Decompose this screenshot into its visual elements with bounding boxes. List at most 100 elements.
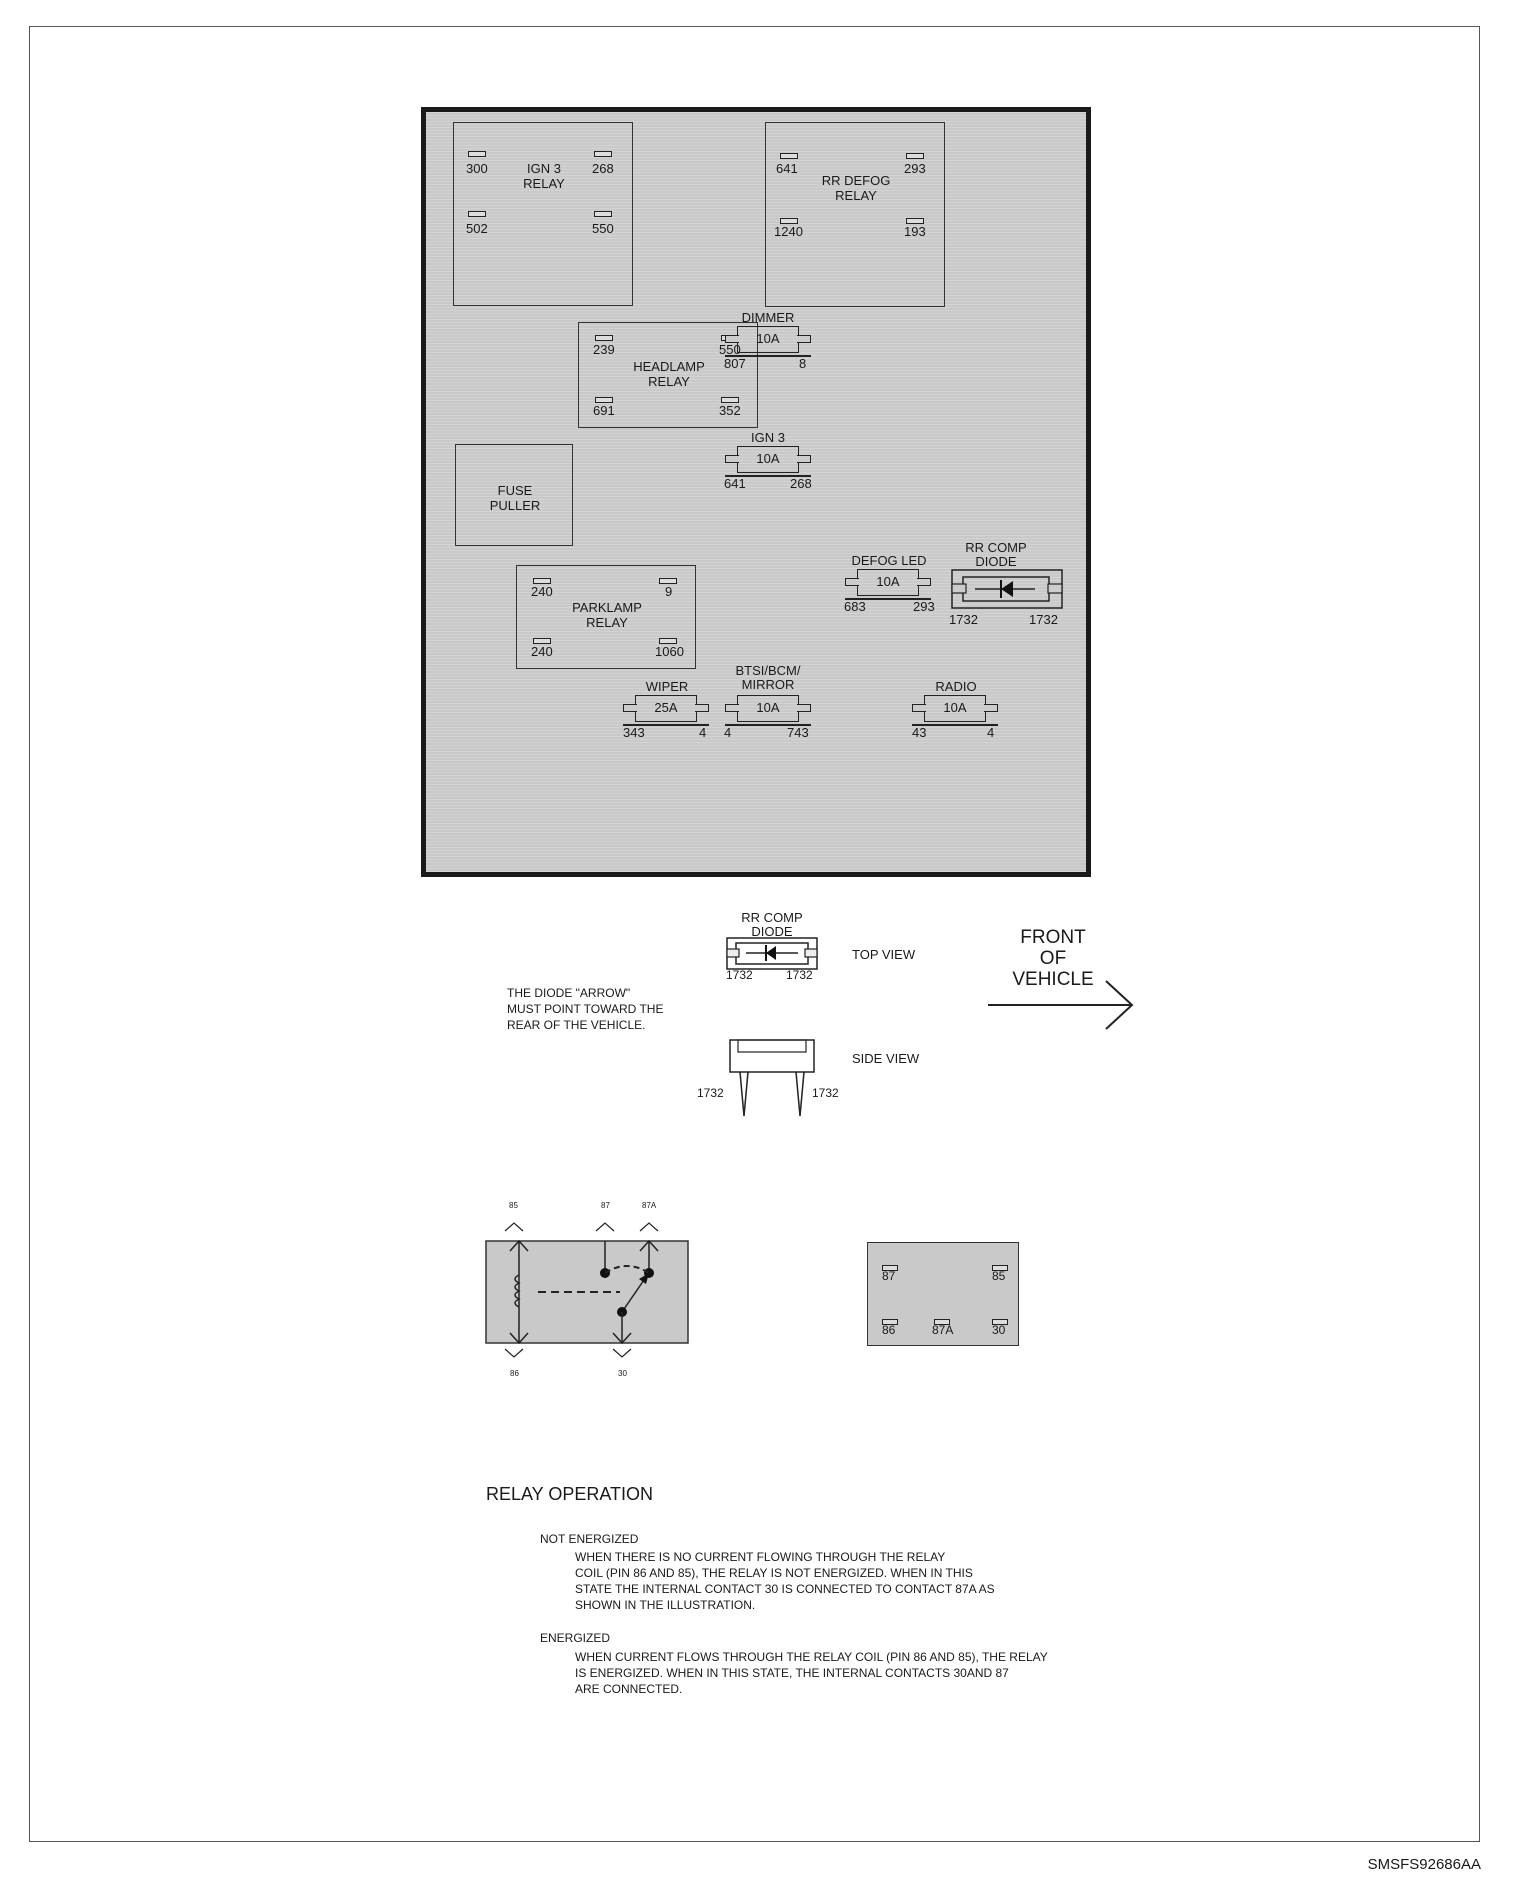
fuse-title: WIPER: [645, 679, 689, 694]
terminal: [882, 1319, 898, 1325]
terminal: [659, 578, 677, 584]
terminal: [780, 218, 798, 224]
pin-label: 85: [992, 1269, 1006, 1283]
fuse-title: DEFOG LED: [851, 553, 927, 568]
pin-label: 550: [719, 342, 741, 357]
fuse-puller: FUSE PULLER: [455, 444, 573, 546]
terminal: [595, 335, 613, 341]
not-energized-text: WHEN THERE IS NO CURRENT FLOWING THROUGH…: [575, 1550, 995, 1612]
pin-label: 4: [699, 725, 707, 740]
fuse-dimmer: 10A: [725, 325, 811, 357]
pin-label: 1060: [655, 644, 684, 659]
not-energized-title: NOT ENERGIZED: [540, 1532, 639, 1546]
pin-label-85: 85: [509, 1201, 518, 1210]
pin-label: 4: [724, 725, 732, 740]
pin-label: 683: [844, 599, 866, 614]
fuse-puller-label: FUSE PULLER: [489, 483, 541, 513]
terminal: [533, 638, 551, 644]
pin-label: 293: [904, 161, 926, 176]
fuse-defog-led: 10A: [845, 568, 931, 600]
pin-label-87a: 87A: [642, 1201, 657, 1210]
diode-top-view: [726, 937, 818, 970]
relay-label: PARKLAMP RELAY: [572, 600, 642, 630]
side-view-label: SIDE VIEW: [852, 1051, 920, 1066]
pin-label: 87: [882, 1269, 896, 1283]
front-arrow-icon: [988, 980, 1134, 1030]
pin-label: 1732: [949, 612, 978, 627]
terminal: [906, 218, 924, 224]
pin-label: 1732: [726, 968, 753, 982]
pin-label: 1732: [1029, 612, 1058, 627]
fuse-amp: 10A: [756, 451, 780, 466]
terminal: [533, 578, 551, 584]
relay-label: HEADLAMP RELAY: [633, 359, 705, 389]
pin-label: 87A: [932, 1323, 954, 1337]
pin-label: 550: [592, 221, 614, 236]
pin-label: 641: [724, 476, 746, 491]
fuse-amp: 10A: [876, 574, 900, 589]
terminal: [906, 153, 924, 159]
pin-label: 1732: [786, 968, 813, 982]
headlamp-relay: 239 550 HEADLAMP RELAY 691 352: [578, 322, 758, 428]
pin-label: 502: [466, 221, 488, 236]
relay-label: RR DEFOG RELAY: [821, 173, 891, 203]
ign3-relay: 300 268 IGN 3 RELAY 502 550: [453, 122, 633, 306]
pin-label: 9: [665, 584, 673, 599]
fuse-amp: 10A: [756, 700, 780, 715]
pin-label: 293: [913, 599, 935, 614]
fuse-title: IGN 3: [751, 430, 785, 445]
fuse-title: RADIO: [935, 679, 977, 694]
rr-comp-diode: [951, 569, 1063, 609]
relay-schematic: [485, 1222, 689, 1358]
parklamp-relay: 240 9 PARKLAMP RELAY 240 1060: [516, 565, 696, 669]
terminal: [659, 638, 677, 644]
terminal: [594, 211, 612, 217]
diode-note: THE DIODE "ARROW" MUST POINT TOWARD THE …: [507, 986, 664, 1032]
fuse-wiper: 25A: [623, 694, 709, 726]
diode-detail-title: RR COMP DIODE: [741, 910, 803, 939]
pin-label: 807: [724, 356, 746, 371]
pin-label: 691: [593, 403, 615, 418]
pin-label-86: 86: [510, 1369, 519, 1378]
fuse-title: DIMMER: [741, 310, 795, 325]
pin-label: 1732: [697, 1086, 724, 1100]
pin-label: 641: [776, 161, 798, 176]
terminal: [595, 397, 613, 403]
pin-label: 300: [466, 161, 488, 176]
terminal: [721, 397, 739, 403]
top-view-label: TOP VIEW: [852, 947, 916, 962]
pin-label: 743: [787, 725, 809, 740]
energized-title: ENERGIZED: [540, 1631, 611, 1645]
fuse-block: 300 268 IGN 3 RELAY 502 550 641 293 RR D…: [421, 107, 1091, 877]
pin-label: 193: [904, 224, 926, 239]
terminal: [992, 1319, 1008, 1325]
relay-label: IGN 3 RELAY: [523, 161, 565, 191]
fuse-title: RR COMP DIODE: [965, 540, 1027, 569]
pin-label: 352: [719, 403, 741, 418]
pin-label: 8: [799, 356, 807, 371]
relay-operation-title: RELAY OPERATION: [486, 1484, 654, 1504]
terminal: [992, 1265, 1008, 1271]
pin-label: 4: [987, 725, 995, 740]
fuse-title: BTSI/BCM/ MIRROR: [735, 663, 801, 692]
pin-label: 30: [992, 1323, 1006, 1337]
pin-label: 1732: [812, 1086, 839, 1100]
fuse-amp: 10A: [756, 331, 780, 346]
terminal: [468, 211, 486, 217]
pin-label: 1240: [774, 224, 803, 239]
energized-text: WHEN CURRENT FLOWS THROUGH THE RELAY COI…: [575, 1650, 1048, 1696]
pin-label: 240: [531, 584, 553, 599]
fuse-radio: 10A: [912, 694, 998, 726]
terminal: [934, 1319, 950, 1325]
terminal: [780, 153, 798, 159]
pin-label: 343: [623, 725, 645, 740]
pin-label: 239: [593, 342, 615, 357]
pin-label: 268: [790, 476, 812, 491]
pin-label: 43: [912, 725, 927, 740]
pin-label: 86: [882, 1323, 896, 1337]
pin-label: 268: [592, 161, 614, 176]
diode-side-view: [729, 1039, 815, 1117]
fuse-btsi-bcm-mirror: 10A: [725, 694, 811, 726]
terminal: [882, 1265, 898, 1271]
page-frame: [29, 26, 1480, 1842]
